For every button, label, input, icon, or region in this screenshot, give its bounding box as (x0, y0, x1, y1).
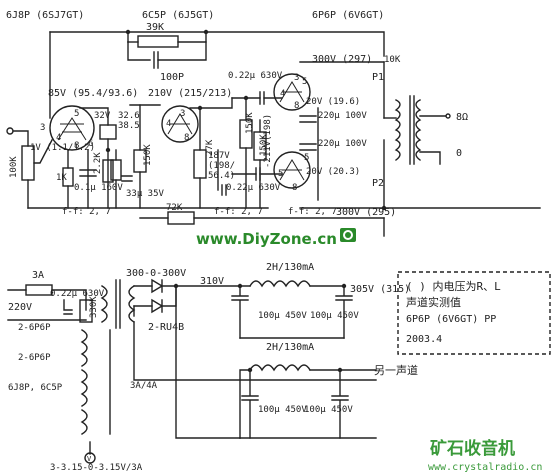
pin-label: 8 (74, 141, 79, 151)
b-plus-low-voltage: 300V (295) (336, 207, 396, 218)
watermark-text: www.DiyZone.cn (196, 230, 337, 248)
tube-v3a (273, 73, 311, 111)
power-cathode-voltage-1: 20V (19.6) (306, 97, 360, 107)
pin-label: 4 (166, 119, 171, 129)
labels: 6J8P (6SJ7GT) 6C5P (6J5GT) 6P6P (6V6GT) … (6, 10, 542, 473)
tube-label-v2: 6C5P (6J5GT) (142, 10, 214, 21)
site-watermark-emblem (340, 228, 356, 242)
power-cathode-cap-2: 220μ 100V (318, 139, 367, 149)
v2-cathode-resistor: 27K (205, 139, 215, 156)
grid-bias-voltage: -211V(198) (263, 114, 273, 168)
mains-voltage-label: 220V (8, 302, 32, 313)
tube-label-v3: 6P6P (6V6GT) (312, 10, 384, 21)
filament-label-2: f-f: 2, 7 (214, 207, 263, 217)
secondary-voltage-label: 300-0-300V (126, 268, 186, 279)
pi-voltage-b: (198/ (208, 161, 235, 171)
pin-label: 3 (40, 123, 45, 133)
tube-v2 (161, 105, 199, 143)
signal-wires (6, 31, 541, 237)
pi-voltage-a: 187V (208, 151, 230, 161)
pin-label: 6 (88, 139, 93, 149)
v2-plate-load: 150K (143, 144, 153, 166)
filter-cap-3: 100μ 450V (258, 405, 307, 415)
junction-dots (105, 29, 387, 373)
tube-v3b (273, 151, 311, 189)
filter-cap-2: 100μ 450V (310, 311, 359, 321)
g2-resistor-a: 2.2K (93, 152, 103, 174)
hv-output-voltage: 305V (315) (350, 284, 410, 295)
feedback-cap-label: 100P (160, 72, 184, 83)
filament-label-1: f-f: 2, 7 (62, 207, 111, 217)
pin-label: 3 (180, 109, 185, 119)
pin-label: 5 (74, 109, 79, 119)
pin-label: 8 (294, 101, 299, 111)
brand-url: www.crystalradio.cn (428, 462, 542, 473)
rectifier-voltage-label: 310V (200, 276, 224, 287)
v1-plate-voltage: 85V (95.4/93.6) (48, 88, 138, 99)
power-grid-resistor-a: 150K (245, 112, 255, 134)
heater-3-label: 6J8P, 6C5P (8, 383, 63, 393)
power-cathode-cap-1: 220μ 100V (318, 111, 367, 121)
choke-1-label: 2H/130mA (266, 262, 314, 273)
pin-label: 5 (278, 169, 283, 179)
power-supply-wires (7, 278, 377, 464)
note-box (397, 271, 551, 355)
note-line-1: ( ) 内电压为R、L (406, 279, 501, 293)
volume-pot-label: 100K (9, 156, 19, 178)
brand-name: 矿石收音机 (430, 438, 515, 459)
feedback-resistor-label: 39K (146, 22, 164, 33)
filter-cap-1: 100μ 450V (258, 311, 307, 321)
voltmeter-icon: V (87, 455, 92, 463)
primary-2-label: P2 (372, 178, 384, 189)
rectifier-diodes-label: 2-RU4B (148, 322, 184, 333)
power-grid-resistor-b: 150K (259, 134, 269, 156)
g2-cap-label: 0.1μ 160V (74, 183, 123, 193)
note-line-2: 声道实测值 (406, 295, 461, 309)
b-plus-output-voltage: 300V (297) (312, 54, 372, 65)
filter-cap-4: 100μ 450V (304, 405, 353, 415)
filament-label-3: f-f: 2, 7 (288, 207, 337, 217)
v1-cathode-voltage: 1V (1.1/1.2) (30, 143, 95, 153)
power-cathode-voltage-2: 20V (20.3) (306, 167, 360, 177)
v2-cathode-voltage-a: 32.6 (118, 111, 140, 121)
v2-plate-voltage: 210V (215/213) (148, 88, 232, 99)
fuse-label: 3A (32, 270, 44, 281)
pin-label: 5 (304, 153, 309, 163)
heater-2-label: 2-6P6P (18, 353, 51, 363)
primary-1-label: P1 (372, 72, 384, 83)
note-line-3: 6P6P (6V6GT) PP (406, 314, 496, 325)
other-channel-label: 另一声道 (374, 363, 418, 377)
pi-voltage-c: 56.4) (208, 171, 235, 181)
mains-cap-label: 0.22μ 630V (50, 289, 105, 299)
feedback-resistor-72k: 72K (166, 203, 183, 213)
pin-label: 3 (294, 73, 299, 83)
g2-voltage: 32V (94, 111, 111, 121)
choke-2-label: 2H/130mA (266, 342, 314, 353)
mains-resistor-label: 330K (89, 296, 99, 318)
pin-label: 8 (184, 133, 189, 143)
tube-v1 (49, 105, 95, 151)
heater-current-label: 3A/4A (130, 381, 158, 391)
pin-label: 4 (280, 89, 285, 99)
note-line-4: 2003.4 (406, 334, 442, 345)
v2-cathode-cap: 33μ 35V (126, 189, 165, 199)
v2-cathode-voltage-b: 38.5 (118, 121, 140, 131)
pin-label: 8 (292, 183, 297, 193)
pin-label: 5 (302, 77, 307, 87)
heater-1-label: 2-6P6P (18, 323, 51, 333)
coupling-cap-1: 0.22μ 630V (228, 71, 283, 81)
output-zero-label: 0 (456, 148, 462, 159)
output-8ohm-label: 8Ω (456, 112, 468, 123)
tube-label-v1: 6J8P (6SJ7GT) (6, 10, 84, 21)
pin-label: 4 (56, 133, 61, 143)
filament-output-label: 3-3.15-0-3.15V/3A (50, 463, 143, 473)
v1-cathode-resistor: 1K (56, 173, 67, 183)
trafo-resistor: 10K (384, 55, 401, 65)
coupling-cap-2: 0.22μ 630V (226, 183, 281, 193)
